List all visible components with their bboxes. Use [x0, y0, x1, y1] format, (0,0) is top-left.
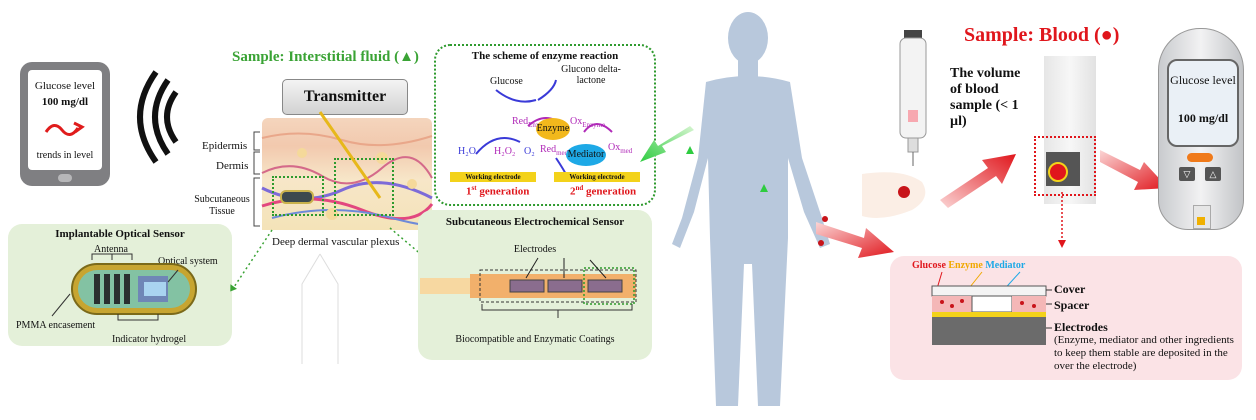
strip-zoom-connector [1058, 192, 1066, 248]
pmma-label: PMMA encasement [16, 320, 96, 331]
legend-enzyme: Enzyme [948, 260, 983, 271]
interstitial-sample-title: Sample: Interstitial fluid (▲) [232, 49, 419, 65]
meter-glucose-label: Glucose level [1170, 73, 1236, 87]
transmitter-device: Transmitter [282, 79, 408, 115]
phone-glucose-label: Glucose level [34, 80, 96, 92]
glucose-meter: Glucose level 100 mg/dl ▽ △ [1158, 28, 1244, 230]
legend-glucose: Glucose [912, 260, 946, 271]
ox-med-label: Oxmed [608, 142, 633, 155]
optical-sensor-capsule [51, 253, 197, 321]
red-arrow-strip-to-meter [1100, 150, 1168, 190]
lancing-pen [899, 30, 927, 166]
green-arrow-icon [640, 126, 694, 162]
strip-note: (Enzyme, mediator and other ingredients … [1054, 334, 1234, 372]
layer-label-epidermis: Epidermis [202, 140, 248, 152]
strip-layers-graphic [931, 271, 1052, 345]
blood-volume-label: The volume of blood sample (< 1 µl) [950, 66, 1021, 129]
strip-legend: Glucose Enzyme Mediator [912, 260, 1025, 271]
meter-orange-button [1187, 153, 1213, 162]
second-generation-label: 2nd generation [570, 184, 637, 198]
red-arrow-finger-to-strip [940, 154, 1016, 208]
spacer-label: Spacer [1054, 298, 1090, 312]
red-arrow-body-to-strip [816, 222, 894, 258]
implant-zoom-box [272, 176, 324, 216]
glucose-label: Glucose [490, 76, 523, 87]
phone-home-button [58, 174, 72, 182]
phone-device: Glucose level 100 mg/dl trends in level [20, 62, 110, 186]
layer-label-subcutaneous: Subcutaneous Tissue [194, 194, 250, 217]
finger-with-blood [862, 172, 926, 218]
phone-screen: Glucose level 100 mg/dl trends in level [28, 70, 102, 170]
phone-glucose-value: 100 mg/dl [41, 96, 89, 108]
phone-trend-label: trends in level [36, 150, 94, 161]
plexus-pointer [301, 253, 339, 364]
body-blood-dot-2 [818, 240, 824, 246]
body-blood-dot-1 [822, 216, 828, 222]
layer-brackets [253, 131, 260, 227]
trend-wave-icon [44, 121, 85, 136]
legend-mediator: Mediator [985, 260, 1026, 271]
layer-label-dermis: Dermis [216, 160, 249, 172]
electrodes-strip-label: Electrodes [1054, 320, 1108, 334]
transmitter-probe [318, 111, 382, 199]
strip-structure-panel: Glucose Enzyme Mediator Cover Spacer Ele… [890, 256, 1242, 380]
antenna-label: Antenna [94, 244, 128, 255]
enzyme-scheme-panel: The scheme of enzyme reaction Glucose Gl… [434, 44, 656, 206]
electrochemical-sensor-panel: Subcutaneous Electrochemical Sensor Elec… [418, 210, 652, 360]
working-electrode-1: Working electrode [450, 172, 536, 182]
meter-glucose-value: 100 mg/dl [1177, 111, 1229, 125]
wireless-signal-icon [137, 70, 179, 164]
first-generation-label: 1st generation [466, 184, 530, 198]
red-med-label: Redmed [540, 144, 569, 157]
glucono-label: Glucono delta-lactone [561, 64, 621, 86]
optical-system-label: Optical system [158, 256, 218, 267]
needle-zoom-box [334, 158, 394, 216]
electrodes-label: Electrodes [513, 244, 557, 255]
implant-chip-mini [280, 190, 314, 204]
optical-sensor-title: Implantable Optical Sensor [55, 228, 185, 240]
h2o-label: H₂O [458, 146, 476, 157]
scheme-title: The scheme of enzyme reaction [471, 50, 619, 62]
h2o2-label: H₂O₂ [494, 146, 516, 157]
blood-sample-title: Sample: Blood (●) [964, 24, 1120, 46]
electrochem-probe [420, 257, 637, 318]
cover-label: Cover [1054, 282, 1086, 296]
optical-sensor-panel: Implantable Optical Sensor Antenna Optic… [8, 224, 232, 346]
ox-enzyme-label: OxEnzyme [570, 116, 606, 129]
strip-blood-drop [1048, 162, 1068, 182]
coatings-label: Biocompatible and Enzymatic Coatings [455, 334, 615, 345]
electrochem-title: Subcutaneous Electrochemical Sensor [445, 216, 625, 228]
meter-up-button: △ [1205, 167, 1221, 181]
meter-screen: Glucose level 100 mg/dl [1167, 59, 1239, 147]
strip-zoom-box [1034, 136, 1096, 196]
meter-down-button: ▽ [1179, 167, 1195, 181]
hydrogel-label: Indicator hydrogel [112, 334, 187, 345]
meter-strip-contact [1197, 217, 1205, 225]
enzyme-node: Enzyme [536, 118, 570, 140]
o2-label: O₂ [524, 146, 535, 157]
plexus-label: Deep dermal vascular plexus [272, 236, 400, 248]
working-electrode-2: Working electrode [554, 172, 640, 182]
human-body-silhouette [672, 12, 830, 406]
mediator-node: Mediator [566, 144, 606, 166]
